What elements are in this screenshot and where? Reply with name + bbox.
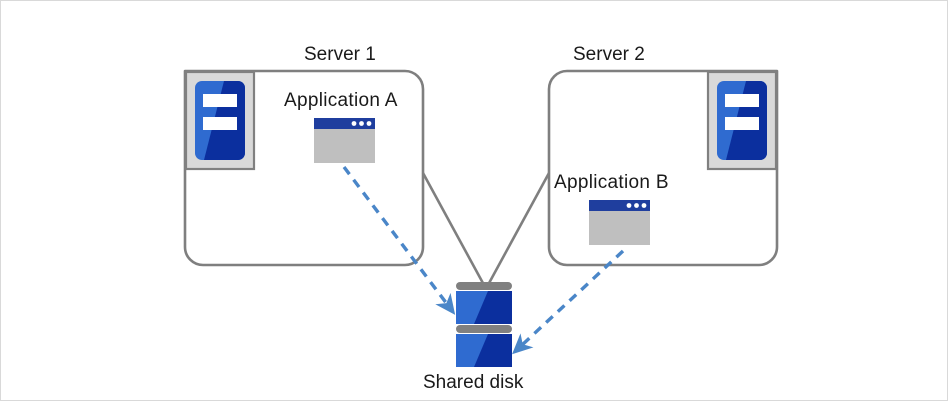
disk-bar-middle (456, 325, 512, 333)
connector-server-1-to-disk (421, 172, 486, 286)
server-1-icon-group (184, 70, 256, 171)
connector-server-2-to-disk (486, 172, 551, 286)
server-icon (195, 81, 245, 160)
server-2-label: Server 2 (573, 44, 645, 65)
arrow-application-a-to-disk (342, 165, 456, 315)
disk-bar-top (456, 282, 512, 290)
server-icon (717, 81, 767, 160)
application-b-window-icon (589, 200, 650, 245)
connector-lines (421, 172, 551, 286)
server-2-icon-group (706, 70, 778, 171)
arrow-application-b-to-disk (512, 249, 625, 355)
shared-disk-icon[interactable] (456, 282, 512, 367)
disk-platter-2 (456, 334, 512, 367)
shared-disk-label: Shared disk (423, 372, 524, 393)
application-b-label: Application B (554, 172, 669, 193)
disk-platter-1 (456, 291, 512, 324)
application-a-label: Application A (284, 90, 398, 111)
application-a-window-icon (314, 118, 375, 163)
server-1-label: Server 1 (304, 44, 376, 65)
